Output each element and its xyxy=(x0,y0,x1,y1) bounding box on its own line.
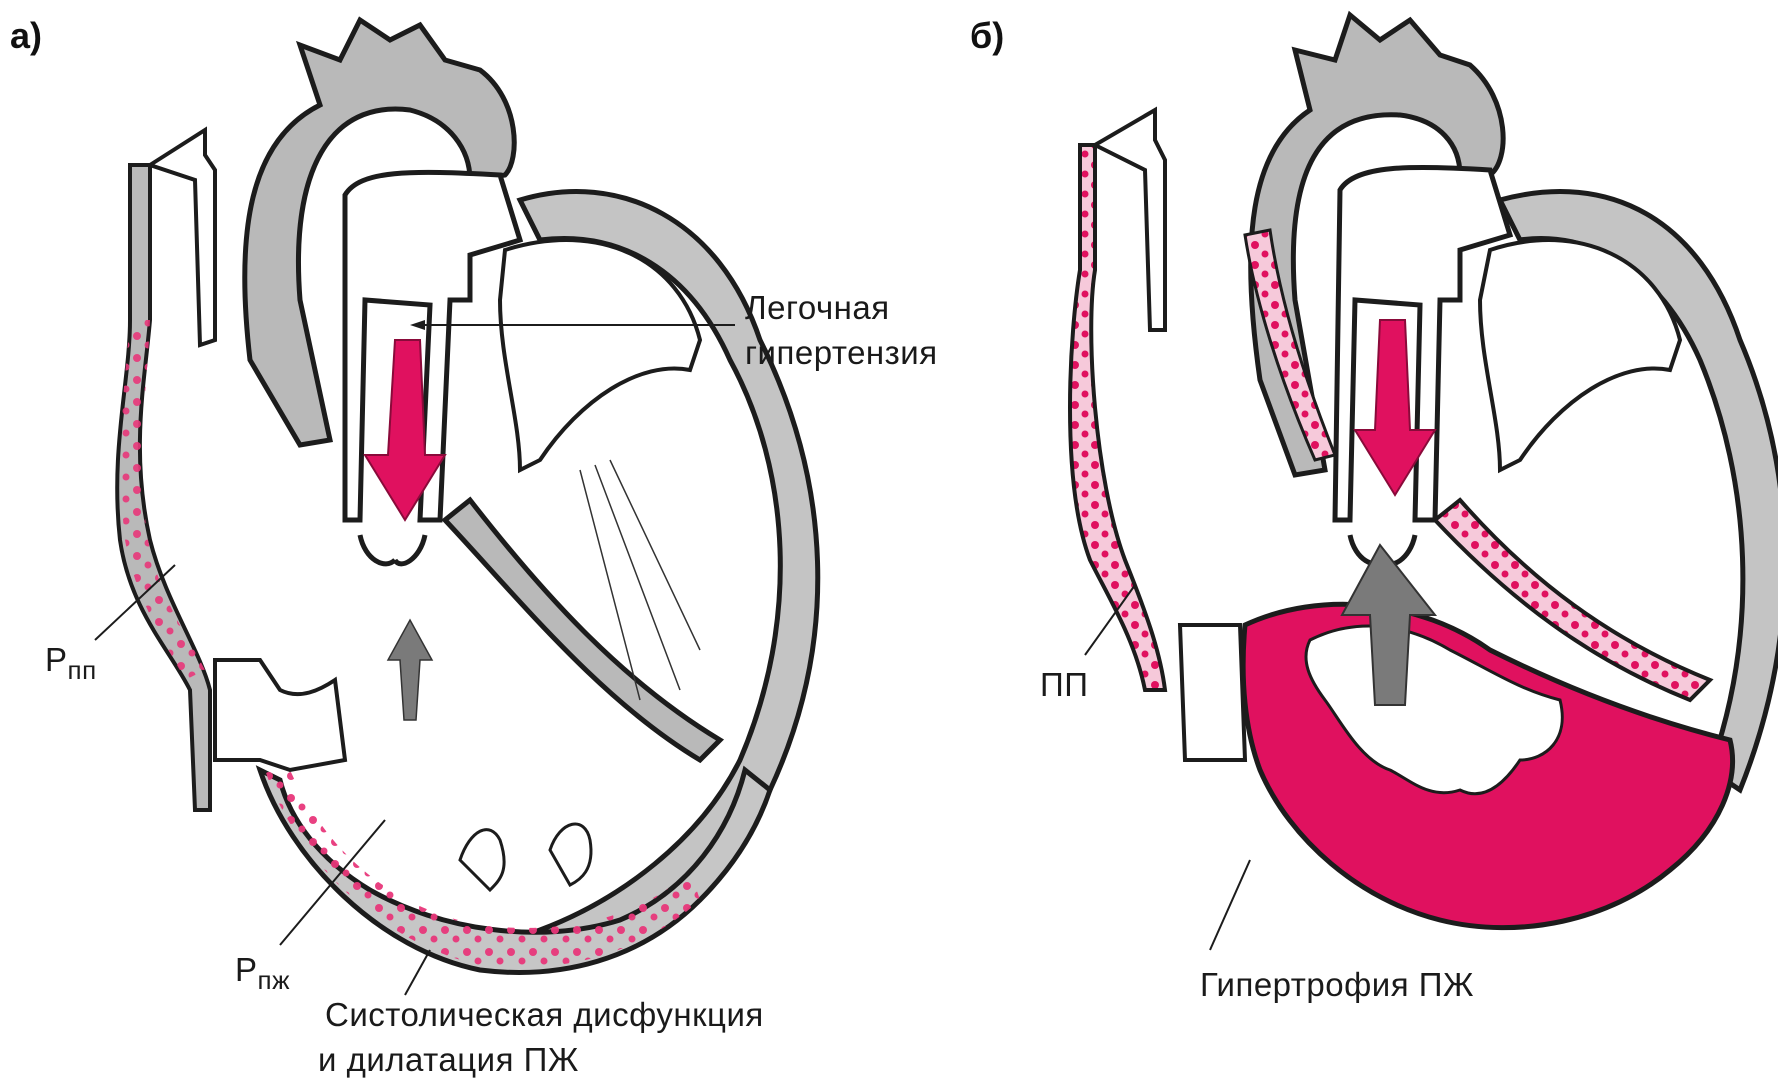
heart-diagram-a xyxy=(0,0,890,1084)
ra-pressure-label: Pпп xyxy=(45,640,97,682)
pulmonary-hypertension-label-1: Легочная xyxy=(745,288,890,328)
superior-vena-cava xyxy=(150,130,215,345)
pulmonary-hypertension-label-2: гипертензия xyxy=(745,333,938,373)
right-atrium-label: ПП xyxy=(1040,665,1088,705)
rv-pressure-main: P xyxy=(235,951,258,988)
papillary-muscle xyxy=(460,830,504,890)
rv-pressure-sub: пж xyxy=(258,965,290,995)
panel-b-letter: б) xyxy=(970,15,1004,57)
heart-diagram-b xyxy=(1050,0,1778,1084)
up-arrow-icon xyxy=(388,620,432,720)
systolic-dysfunction-label-2: и дилатация ПЖ xyxy=(318,1040,579,1080)
ra-wall-dots xyxy=(121,320,205,680)
ra-pressure-main: P xyxy=(45,641,68,678)
systolic-dysfunction-label-1: Систолическая дисфункция xyxy=(325,995,764,1035)
ra-pressure-sub: пп xyxy=(68,655,97,685)
tricuspid-region xyxy=(215,660,345,770)
panel-a-letter: а) xyxy=(10,15,42,57)
rv-pressure-label: Pпж xyxy=(235,950,290,992)
interventricular-septum xyxy=(445,500,720,760)
tricuspid-region xyxy=(1180,625,1245,760)
rv-hypertrophy-label: Гипертрофия ПЖ xyxy=(1200,965,1474,1005)
